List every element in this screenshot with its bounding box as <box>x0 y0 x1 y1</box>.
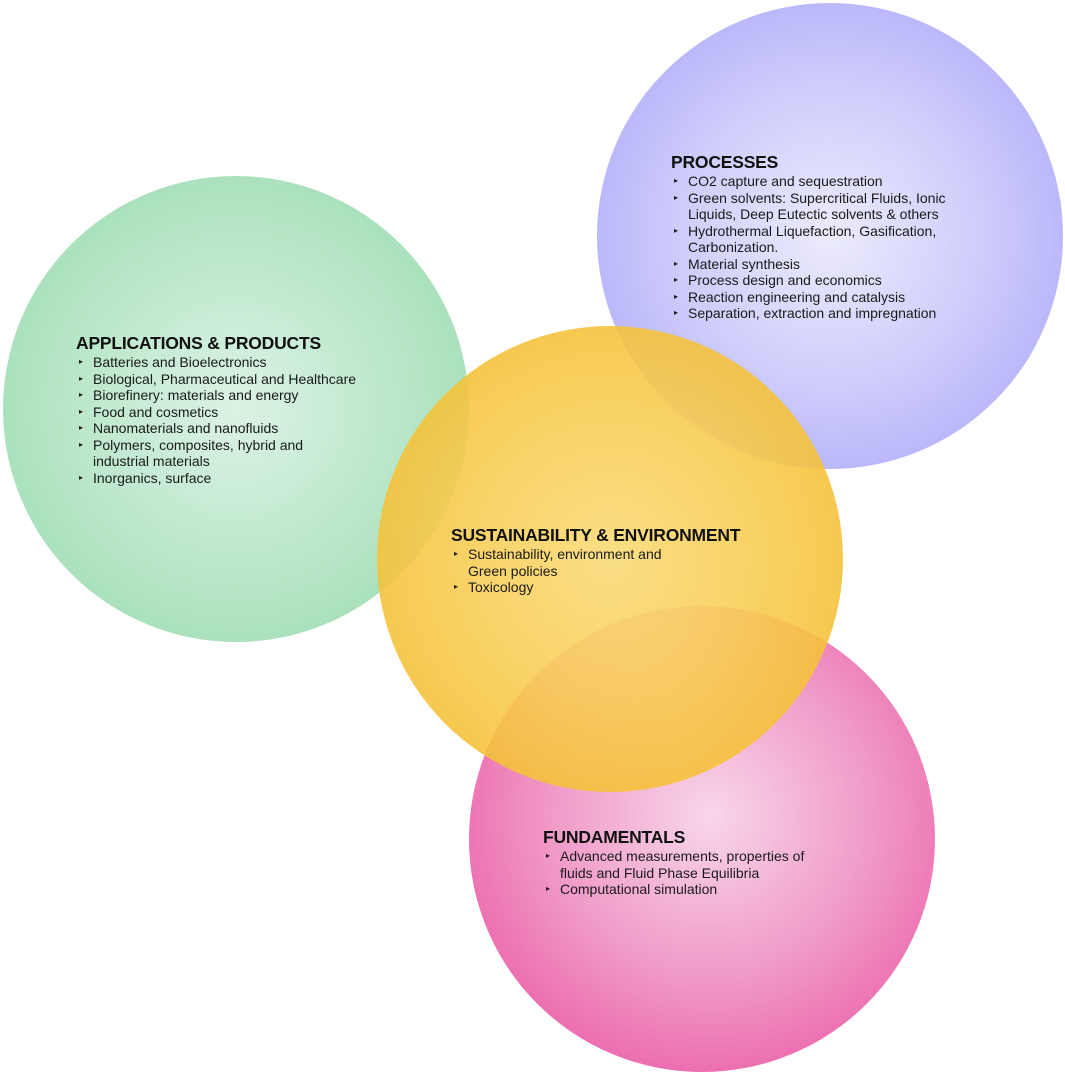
list-item: ▸ Biorefinery: materials and energy <box>76 387 406 404</box>
list-item-text: Separation, extraction and impregnation <box>688 305 937 321</box>
list-item-text: Toxicology <box>468 579 534 595</box>
applications-list: ▸ Batteries and Bioelectronics ▸ Biological… <box>76 354 406 486</box>
applications-block: APPLICATIONS & PRODUCTS ▸ Batteries and B… <box>76 333 406 486</box>
fundamentals-title: FUNDAMENTALS <box>543 827 686 847</box>
list-item-text: Advanced measurements, properties of flu… <box>560 848 805 881</box>
list-item-text: Food and cosmetics <box>93 403 219 420</box>
bullet-icon: ▸ <box>79 472 84 482</box>
sustainability-title: SUSTAINABILITY & ENVIRONMENT <box>451 525 741 545</box>
list-item-text: Polymers, composites, hybrid and industr… <box>93 436 304 470</box>
bullet-icon: ▸ <box>546 851 551 860</box>
bullet-icon: ▸ <box>674 176 679 185</box>
list-item-text: Green solvents: Supercritical Fluids, Io… <box>688 189 946 223</box>
bullet-icon: ▸ <box>79 357 84 366</box>
bullet-icon: ▸ <box>674 225 679 235</box>
sustainability-block: SUSTAINABILITY & ENVIRONMENT ▸ Sustainabi… <box>451 525 791 596</box>
sustainability-list: ▸ Sustainability, environment and Green p… <box>451 546 791 596</box>
applications-title: APPLICATIONS & PRODUCTS <box>76 333 321 353</box>
list-item: ▸ Food and cosmetics <box>76 404 406 421</box>
list-item-text: CO2 capture and sequestration <box>688 173 883 189</box>
list-item-text: Computational simulation <box>560 881 718 897</box>
bullet-icon: ▸ <box>674 192 679 202</box>
fundamentals-list: ▸ Advanced measurements, properties of fl… <box>543 848 853 898</box>
list-item: ▸ Toxicology <box>451 579 791 596</box>
list-item-text: Process design and economics <box>688 272 882 288</box>
bullet-icon: ▸ <box>79 423 84 432</box>
list-item: ▸ Material synthesis <box>671 256 1001 273</box>
bullet-icon: ▸ <box>79 439 84 449</box>
list-item: ▸ Biological, Pharmaceutical and Healthca… <box>76 371 406 388</box>
list-item: ▸ Process design and economics <box>671 272 1001 289</box>
list-item: ▸ Computational simulation <box>543 881 853 898</box>
bullet-icon: ▸ <box>79 390 84 399</box>
bullet-icon: ▸ <box>79 406 84 416</box>
processes-title: PROCESSES <box>671 152 779 172</box>
list-item: ▸ Advanced measurements, properties of fl… <box>543 848 853 881</box>
list-item-text: Reaction engineering and catalysis <box>688 288 906 305</box>
list-item-text: Inorganics, surface <box>93 469 212 486</box>
list-item-text: Batteries and Bioelectronics <box>93 354 267 370</box>
list-item: ▸ Hydrothermal Liquefaction, Gasification… <box>671 223 1001 256</box>
bullet-icon: ▸ <box>454 549 459 558</box>
list-item-text: Material synthesis <box>688 255 801 272</box>
list-item: ▸ Reaction engineering and catalysis <box>671 289 1001 306</box>
list-item: ▸ Separation, extraction and impregnation <box>671 305 1001 322</box>
bullet-icon: ▸ <box>674 308 679 317</box>
list-item-text: Biorefinery: materials and energy <box>93 387 299 403</box>
list-item-text: Sustainability, environment and Green po… <box>468 546 662 579</box>
bullet-icon: ▸ <box>454 582 459 591</box>
list-item: ▸ Inorganics, surface <box>76 470 406 487</box>
list-item: ▸ Sustainability, environment and Green p… <box>451 546 791 579</box>
list-item-text: Nanomaterials and nanofluids <box>93 420 279 436</box>
bullet-icon: ▸ <box>546 884 551 893</box>
processes-list: ▸ CO2 capture and sequestration ▸ Green sol… <box>671 173 1001 322</box>
list-item: ▸ Nanomaterials and nanofluids <box>76 420 406 437</box>
list-item: ▸ Polymers, composites, hybrid and indust… <box>76 437 406 470</box>
processes-block: PROCESSES ▸ CO2 capture and sequestration… <box>671 152 1001 322</box>
list-item: ▸ Green solvents: Supercritical Fluids, I… <box>671 190 1001 223</box>
fundamentals-block: FUNDAMENTALS ▸ Advanced measurements, pro… <box>543 827 853 898</box>
bullet-icon: ▸ <box>79 373 84 383</box>
bullet-icon: ▸ <box>674 275 679 284</box>
list-item: ▸ CO2 capture and sequestration <box>671 173 1001 190</box>
list-item: ▸ Batteries and Bioelectronics <box>76 354 406 371</box>
list-item-text: Hydrothermal Liquefaction, Gasification,… <box>688 222 937 256</box>
sustainability-circle <box>377 326 843 792</box>
bullet-icon: ▸ <box>674 291 679 301</box>
list-item-text: Biological, Pharmaceutical and Healthcar… <box>93 370 357 387</box>
bullet-icon: ▸ <box>674 258 679 268</box>
